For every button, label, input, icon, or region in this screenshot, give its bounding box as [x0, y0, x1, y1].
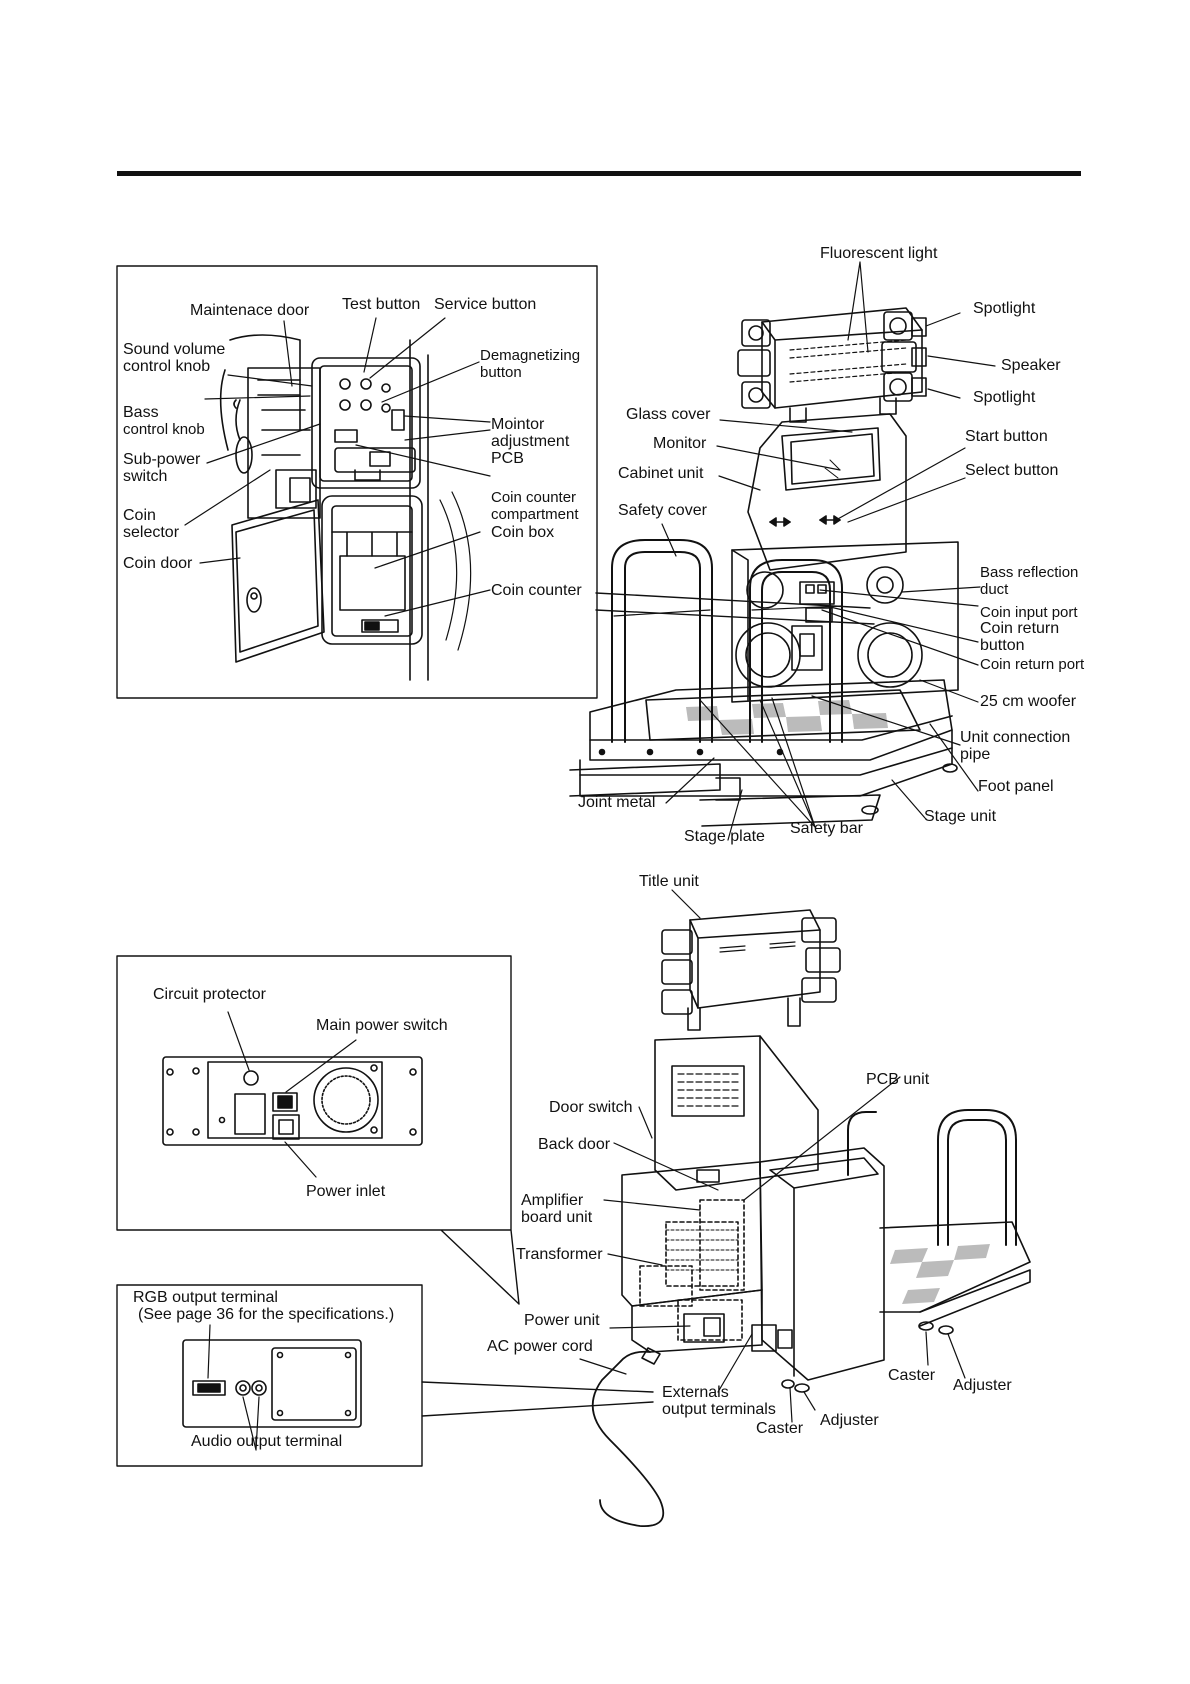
front-cabinet-drawing	[569, 307, 959, 827]
label-test-button: Test button	[342, 296, 421, 313]
output-panel-leaders	[207, 1324, 260, 1451]
label-coin-counter: Coin counter	[491, 582, 582, 599]
label-main-power-switch: Main power switch	[316, 1017, 448, 1034]
label-caster-left: Caster	[756, 1420, 804, 1437]
foot-panel-grid	[686, 700, 888, 735]
label-spotlight-top: Spotlight	[973, 300, 1036, 317]
label-coin-box: Coin box	[491, 524, 555, 541]
label-ac-power-cord: AC power cord	[487, 1338, 593, 1355]
label-coin-return-port: Coin return port	[980, 656, 1085, 673]
front-leader-lines	[595, 261, 996, 841]
power-panel-leaders	[227, 1011, 357, 1178]
label-coin-door: Coin door	[123, 555, 193, 572]
label-title-unit: Title unit	[639, 873, 699, 890]
coin-door-inset-drawing	[219, 334, 472, 681]
label-service-button: Service button	[434, 296, 537, 313]
label-adjuster-left: Adjuster	[820, 1412, 879, 1429]
label-audio-output-terminal: Audio output terminal	[191, 1433, 343, 1450]
rear-cabinet-drawing	[591, 909, 1031, 1527]
rear-leader-lines	[579, 889, 966, 1423]
label-transformer: Transformer	[516, 1246, 603, 1263]
label-monitor: Monitor	[653, 435, 707, 452]
power-panel-inset-frame	[116, 955, 520, 1305]
label-adjuster-right: Adjuster	[953, 1377, 1012, 1394]
label-power-inlet: Power inlet	[306, 1183, 386, 1200]
coin-door-inset-frame	[116, 265, 598, 699]
label-speaker: Speaker	[1001, 357, 1061, 374]
label-pcb-unit: PCB unit	[866, 1071, 930, 1088]
label-fluorescent-light: Fluorescent light	[820, 245, 938, 262]
rear-foot-panel-grid	[890, 1244, 990, 1304]
label-coin-input-port: Coin input port	[980, 604, 1078, 621]
label-circuit-protector: Circuit protector	[153, 986, 266, 1003]
header-rule	[117, 171, 1081, 176]
label-rgb-output-terminal: RGB output terminal	[133, 1289, 278, 1306]
label-caster-right: Caster	[888, 1367, 936, 1384]
label-cabinet-unit: Cabinet unit	[618, 465, 704, 482]
label-rgb-note: (See page 36 for the specifications.)	[138, 1306, 395, 1323]
output-panel-inset-frame	[116, 1284, 423, 1467]
label-foot-panel: Foot panel	[978, 778, 1054, 795]
label-stage-plate: Stage plate	[684, 828, 765, 845]
output-panel-drawing	[182, 1339, 362, 1428]
label-back-door: Back door	[538, 1136, 611, 1153]
label-safety-bar: Safety bar	[790, 820, 863, 837]
power-panel-drawing	[162, 1056, 423, 1146]
label-25cm-woofer: 25 cm woofer	[980, 693, 1077, 710]
label-spotlight-bottom: Spotlight	[973, 389, 1036, 406]
label-power-unit: Power unit	[524, 1312, 600, 1329]
label-joint-metal: Joint metal	[578, 794, 656, 811]
label-door-switch: Door switch	[549, 1099, 633, 1116]
label-safety-cover: Safety cover	[618, 502, 707, 519]
label-start-button: Start button	[965, 428, 1048, 445]
label-maintenance-door: Maintenace door	[190, 302, 310, 319]
label-select-button: Select button	[965, 462, 1059, 479]
inset-leader-lines	[184, 317, 491, 617]
label-glass-cover: Glass cover	[626, 406, 711, 423]
label-stage-unit: Stage unit	[924, 808, 997, 825]
